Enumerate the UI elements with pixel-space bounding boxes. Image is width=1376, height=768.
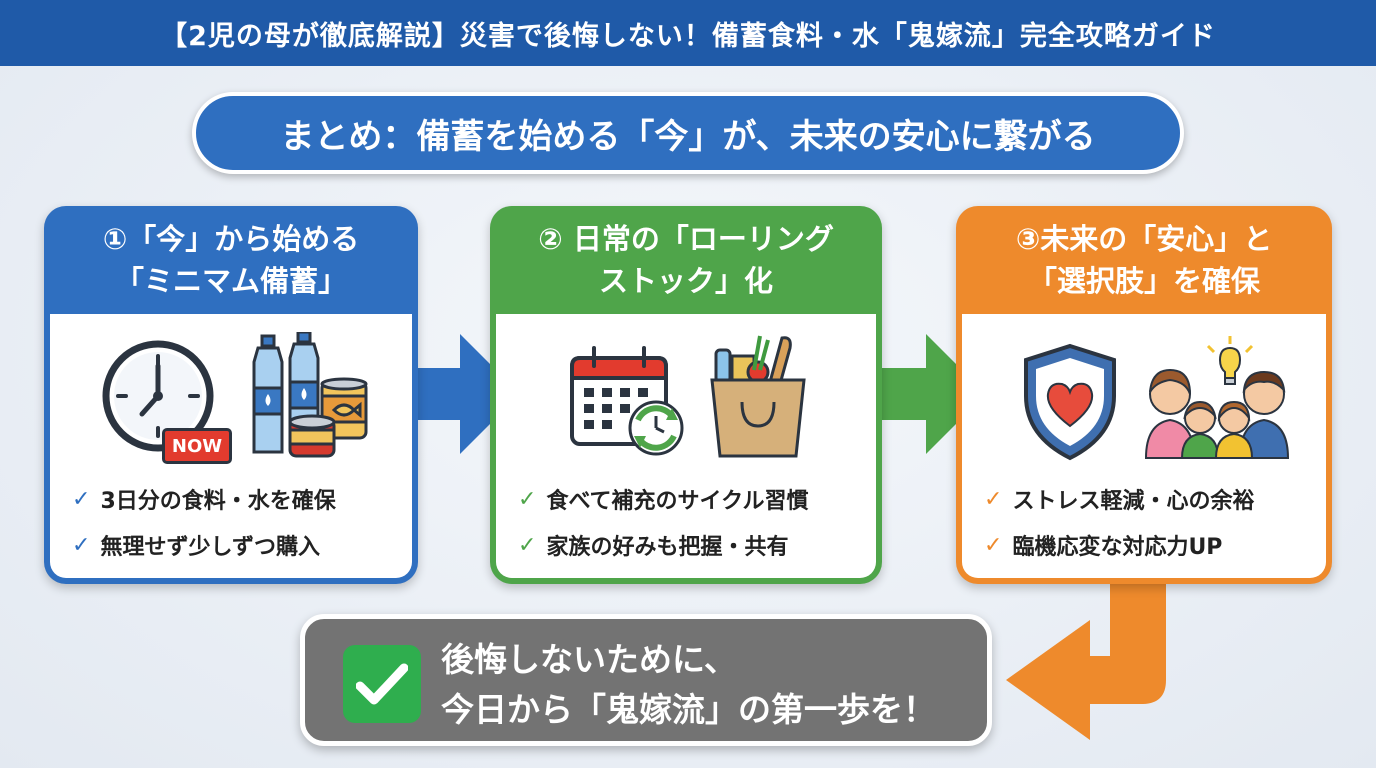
check-icon: ✓ (984, 532, 1003, 558)
check-item-text: 家族の好みも把握・共有 (546, 535, 789, 560)
step-card-1: ①「今」から始める 「ミニマム備蓄」 NOW (44, 206, 418, 584)
step-1-title: ①「今」から始める 「ミニマム備蓄」 (44, 206, 418, 314)
canned-food-icon (288, 377, 368, 458)
orange-return-arrow-icon (1006, 580, 1166, 740)
check-item: ✓ 家族の好みも把握・共有 (518, 522, 808, 568)
now-badge-label: NOW (171, 435, 223, 457)
step-card-3: ③未来の「安心」と 「選択肢」を確保 (956, 206, 1332, 584)
check-item: ✓ 食べて補充のサイクル習慣 (518, 476, 808, 522)
step-3-icons (962, 332, 1326, 462)
call-to-action-text: 後悔しないために、 今日から「鬼嫁流」の第一歩を！ (441, 635, 936, 735)
step-2-icons (496, 332, 876, 462)
check-icon: ✓ (518, 486, 537, 512)
green-arrow-icon (878, 334, 986, 454)
clock-icon (102, 340, 214, 452)
now-badge-icon: NOW (162, 428, 232, 464)
check-item-text: 臨機応変な対応力UP (1012, 535, 1223, 560)
call-to-action-box: 後悔しないために、 今日から「鬼嫁流」の第一歩を！ (300, 614, 992, 746)
step-1-checklist: ✓ 3日分の食料・水を確保 ✓ 無理せず少しずつ購入 (72, 476, 336, 568)
check-item-text: 無理せず少しずつ購入 (100, 535, 320, 560)
step-1-title-line2: 「ミニマム備蓄」 (114, 264, 347, 298)
family-lightbulb-icon (1144, 336, 1290, 459)
check-icon: ✓ (518, 532, 537, 558)
cta-line1: 後悔しないために、 (441, 640, 738, 679)
step-1-title-line1: ①「今」から始める (102, 222, 360, 256)
check-icon: ✓ (984, 486, 1003, 512)
step-3-body: ✓ ストレス軽減・心の余裕 ✓ 臨機応変な対応力UP (962, 314, 1326, 578)
step-3-title: ③未来の「安心」と 「選択肢」を確保 (956, 206, 1332, 314)
check-item: ✓ 臨機応変な対応力UP (984, 522, 1254, 568)
check-icon: ✓ (72, 532, 91, 558)
step-1-body: NOW (50, 314, 412, 578)
step-2-body: ✓ 食べて補充のサイクル習慣 ✓ 家族の好みも把握・共有 (496, 314, 876, 578)
summary-pill: まとめ：備蓄を始める「今」が、未来の安心に繋がる (192, 92, 1184, 174)
calendar-refresh-icon (570, 346, 684, 456)
heart-shield-icon (1024, 343, 1116, 461)
check-item: ✓ 無理せず少しずつ購入 (72, 522, 336, 568)
green-check-icon (343, 645, 421, 723)
step-3-title-line1: ③未来の「安心」と (1015, 222, 1273, 256)
step-2-title-line2: ストック」化 (598, 264, 773, 298)
grocery-bag-icon (710, 335, 806, 458)
step-card-2: ② 日常の「ローリング ストック」化 (490, 206, 882, 584)
step-1-icons: NOW (50, 332, 412, 464)
step-3-checklist: ✓ ストレス軽減・心の余裕 ✓ 臨機応変な対応力UP (984, 476, 1254, 568)
check-item-text: 3日分の食料・水を確保 (100, 489, 336, 514)
step-2-title-line1: ② 日常の「ローリング (538, 222, 834, 256)
summary-text: まとめ：備蓄を始める「今」が、未来の安心に繋がる (280, 116, 1096, 157)
check-item-text: 食べて補充のサイクル習慣 (546, 489, 809, 514)
check-item: ✓ 3日分の食料・水を確保 (72, 476, 336, 522)
check-item-text: ストレス軽減・心の余裕 (1012, 489, 1255, 514)
step-2-title: ② 日常の「ローリング ストック」化 (490, 206, 882, 314)
blue-arrow-icon (412, 334, 520, 454)
page-title: 【2児の母が徹底解説】災害で後悔しない！備蓄食料・水「鬼嫁流」完全攻略ガイド (160, 20, 1216, 52)
cta-line2: 今日から「鬼嫁流」の第一歩を！ (441, 690, 936, 729)
step-3-title-line2: 「選択肢」を確保 (1027, 264, 1260, 298)
step-2-checklist: ✓ 食べて補充のサイクル習慣 ✓ 家族の好みも把握・共有 (518, 476, 808, 568)
check-item: ✓ ストレス軽減・心の余裕 (984, 476, 1254, 522)
page-title-banner: 【2児の母が徹底解説】災害で後悔しない！備蓄食料・水「鬼嫁流」完全攻略ガイド (0, 0, 1376, 66)
check-icon: ✓ (72, 486, 91, 512)
